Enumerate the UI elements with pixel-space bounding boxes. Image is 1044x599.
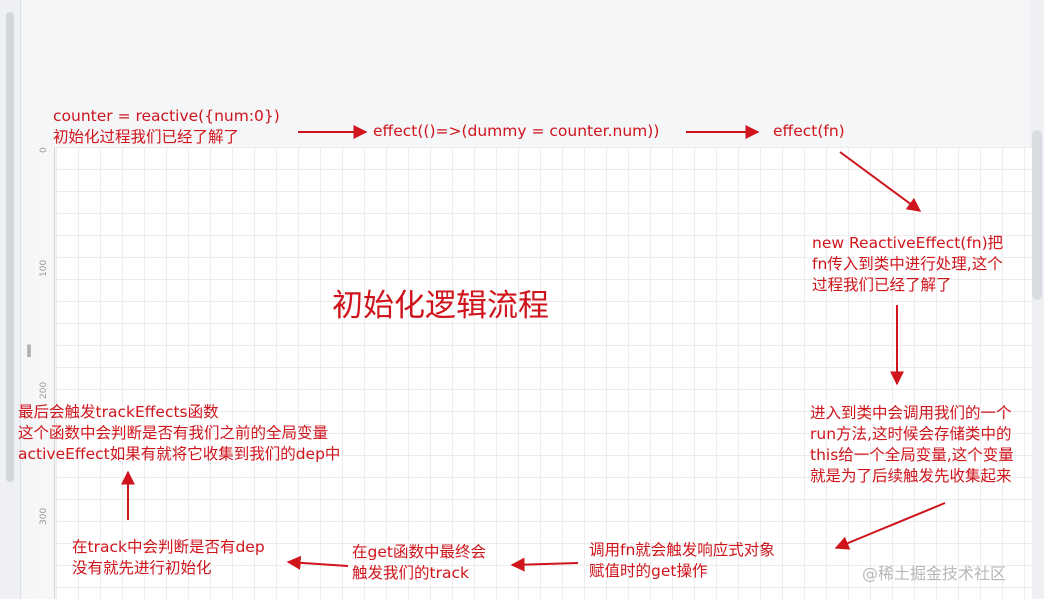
node-line: effect(()=>(dummy = counter.num)): [373, 122, 660, 140]
node-line: 在track中会判断是否有dep: [72, 538, 265, 556]
node-line: 调用fn就会触发响应式对象: [589, 541, 775, 559]
node-line: 这个函数中会判断是否有我们之前的全局变量: [18, 424, 329, 442]
node-line: this给一个全局变量,这个变量: [810, 446, 1014, 464]
node-line: 触发我们的track: [352, 564, 469, 582]
node-line: effect(fn): [773, 122, 845, 140]
node-line: fn传入到类中进行处理,这个: [812, 255, 1003, 273]
node-line: 就是为了后续触发先收集起来: [810, 467, 1012, 485]
node-effect-fn: effect(fn): [773, 121, 845, 142]
node-line: 进入到类中会调用我们的一个: [810, 404, 1012, 422]
node-run-method: 进入到类中会调用我们的一个 run方法,这时候会存储类中的 this给一个全局变…: [810, 403, 1014, 487]
watermark: @稀土掘金技术社区: [862, 564, 1007, 583]
node-line: new ReactiveEffect(fn)把: [812, 234, 1004, 252]
left-panel-strip: [0, 0, 21, 599]
node-counter-reactive: counter = reactive({num:0}) 初始化过程我们已经了解了: [53, 106, 280, 148]
panel-resize-handle-icon[interactable]: ‖: [26, 343, 32, 357]
node-line: 最后会触发trackEffects函数: [18, 403, 219, 421]
node-call-fn: 调用fn就会触发响应式对象 赋值时的get操作: [589, 540, 775, 582]
node-line: 初始化过程我们已经了解了: [53, 128, 240, 146]
diagram-title: 初始化逻辑流程: [332, 288, 549, 324]
arrow-effect-fn-to-reactive-effect: [839, 151, 922, 212]
node-line: activeEffect如果有就将它收集到我们的dep中: [18, 445, 341, 463]
vertical-ruler: 0 100 200 300: [34, 147, 55, 599]
node-trigger-track-effects: 最后会触发trackEffects函数 这个函数中会判断是否有我们之前的全局变量…: [18, 402, 340, 465]
node-new-reactive-effect: new ReactiveEffect(fn)把 fn传入到类中进行处理,这个 过…: [812, 233, 1003, 296]
node-line: 没有就先进行初始化: [72, 559, 212, 577]
grid-canvas: [56, 147, 1032, 599]
node-effect-call: effect(()=>(dummy = counter.num)): [373, 121, 659, 142]
left-scrollbar[interactable]: [6, 12, 14, 482]
node-get-function: 在get函数中最终会 触发我们的track: [352, 542, 486, 584]
node-line: 过程我们已经了解了: [812, 276, 952, 294]
arrow-run-to-call-fn: [834, 502, 946, 550]
node-line: 在get函数中最终会: [352, 543, 486, 561]
vertical-scrollbar[interactable]: [1032, 130, 1042, 300]
arrow-call-fn-to-get: [510, 557, 579, 572]
arrow-get-to-track: [286, 555, 349, 570]
node-line: counter = reactive({num:0}): [53, 107, 280, 125]
node-line: 赋值时的get操作: [589, 562, 708, 580]
node-track-dep: 在track中会判断是否有dep 没有就先进行初始化: [72, 537, 265, 579]
node-line: run方法,这时候会存储类中的: [810, 425, 1012, 443]
